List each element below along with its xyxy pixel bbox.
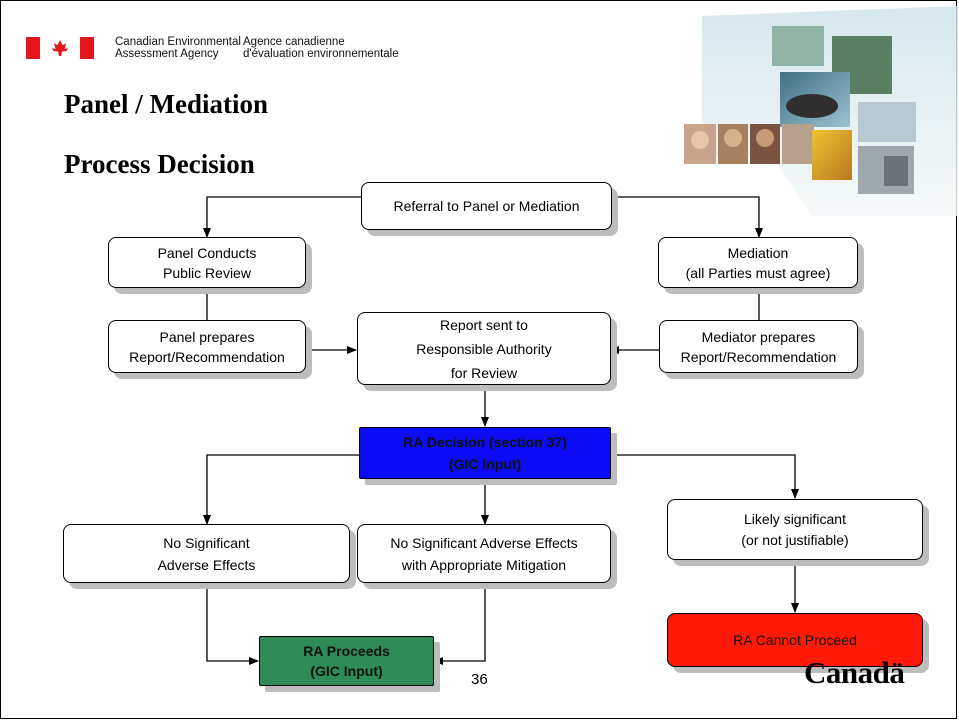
ra-decision-node: RA Decision (section 37)(GIC Input): [359, 427, 611, 479]
arrow-no-sig-to-proceeds: [206, 583, 259, 665]
likely-significant-node: Likely significant(or not justifiable): [667, 499, 923, 560]
ra-cannot-proceed-node: RA Cannot Proceed: [667, 613, 923, 667]
arrow-referral-to-panel: [203, 196, 362, 238]
page-number: 36: [471, 671, 488, 688]
agency-name-french: Agence canadienne d'évaluation environne…: [243, 36, 399, 60]
arrow-decision-to-likely-sig: [611, 454, 799, 499]
canada-flag-icon: [26, 37, 94, 59]
slide-title-line1: Panel / Mediation: [64, 89, 268, 119]
slide-title-line2: Process Decision: [64, 149, 255, 179]
arrow-decision-to-no-sig: [203, 454, 359, 525]
arrow-mitigation-to-proceeds: [433, 583, 486, 665]
arrow-referral-to-mediation: [612, 196, 763, 238]
photo-mosaic-image: [684, 6, 958, 216]
referral-node: Referral to Panel or Mediation: [361, 182, 612, 230]
agency-name-english: Canadian Environmental Assessment Agency: [115, 36, 241, 60]
ra-proceeds-node: RA Proceeds(GIC Input): [259, 636, 434, 686]
mediation-node: Mediation(all Parties must agree): [658, 237, 858, 288]
canada-wordmark: Canadä: [804, 655, 905, 690]
